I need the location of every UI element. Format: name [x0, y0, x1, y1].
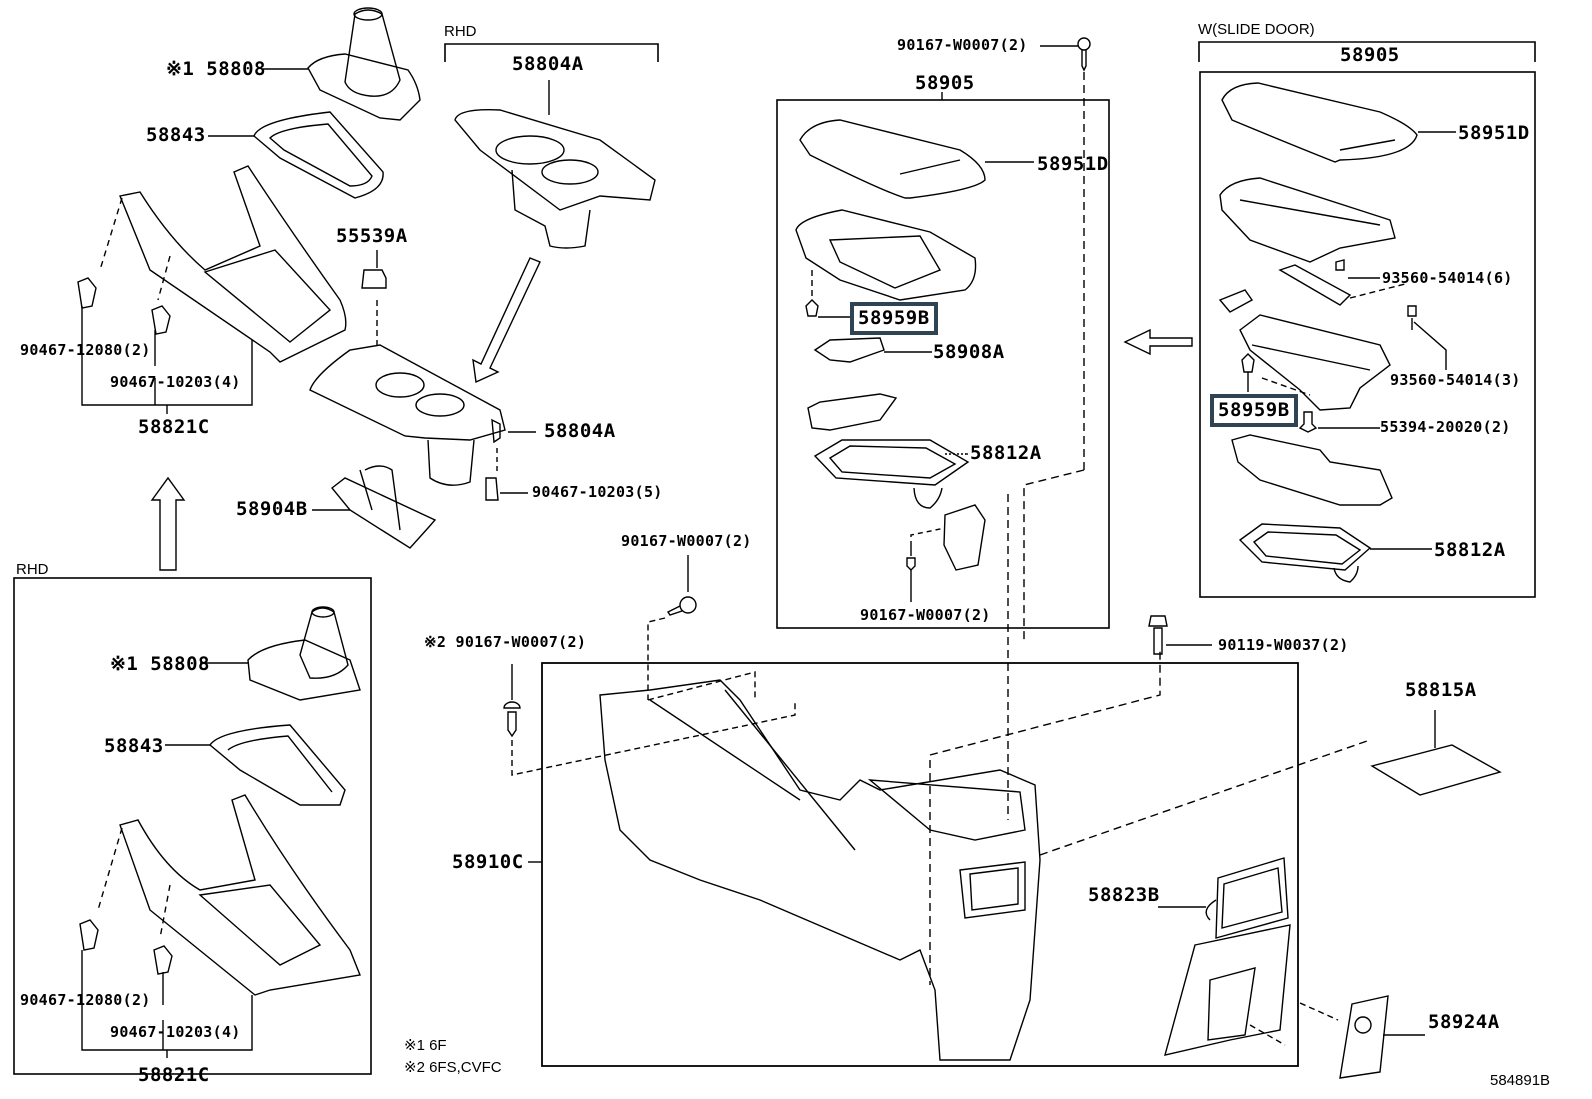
part-label-58812a-center[interactable]: 58812A: [970, 442, 1042, 464]
footnote-1-marker: ※1: [404, 1037, 425, 1054]
footnote-2: ※2 6FS,CVFC: [404, 1060, 502, 1075]
tray-58812a-right-drawing: [1238, 523, 1432, 583]
armrest-lid-frame-center-drawing: [795, 209, 977, 318]
part-label-58905-right[interactable]: 58905: [1340, 44, 1400, 66]
latch-58908a-drawing: [813, 337, 932, 363]
part-label-58808-bottom[interactable]: ※1 58808: [110, 653, 210, 675]
bracket-center-drawing: [807, 393, 898, 431]
switch-58924a-drawing: [1339, 995, 1425, 1079]
hinge-plate-right-drawing: [1218, 264, 1447, 370]
armrest-lid-center-drawing: [799, 119, 1034, 199]
part-label-90167-w0007-box[interactable]: 90167-W0007(2): [860, 606, 991, 624]
part-label-58821c-top[interactable]: 58821C: [138, 416, 210, 438]
footnote-1-text: 6F: [429, 1037, 447, 1054]
part-label-58951d-right[interactable]: 58951D: [1458, 122, 1530, 144]
slide-door-bracket: [1198, 41, 1536, 62]
armrest-frame-right: [1199, 71, 1536, 598]
part-label-58804a[interactable]: 58804A: [544, 420, 616, 442]
center-panel-top-drawing: [77, 165, 347, 414]
bolt-55394-drawing: [1298, 411, 1380, 433]
part-label-58951d-center[interactable]: 58951D: [1037, 153, 1109, 175]
rhd-bottom-group-title: RHD: [16, 561, 49, 578]
part-label-58924a[interactable]: 58924A: [1428, 1011, 1500, 1033]
hinge-block-drawing: [943, 504, 986, 571]
screw-90167-mid-drawing: [647, 555, 756, 701]
armrest-lid-frame-right-drawing: [1219, 177, 1396, 279]
screw-90167-star2-drawing: [503, 664, 796, 776]
shift-bezel-bottom-drawing: [165, 724, 346, 806]
part-label-58823b[interactable]: 58823B: [1088, 884, 1160, 906]
part-label-58904b[interactable]: 58904B: [236, 498, 308, 520]
screw-90167-top-drawing: [1023, 37, 1091, 640]
figure-id: 584891B: [1490, 1072, 1551, 1089]
rhd-bottom-frame: [13, 577, 372, 1075]
rear-panel-drawing: [1164, 924, 1339, 1056]
part-label-90467-10203-bottom[interactable]: 90467-10203(4): [110, 1023, 241, 1041]
part-label-58908a[interactable]: 58908A: [933, 341, 1005, 363]
center-panel-bottom-drawing: [79, 794, 361, 1058]
part-label-58804a-rhd[interactable]: 58804A: [512, 53, 584, 75]
rhd-top-bracket: [444, 43, 659, 62]
shift-bezel-top-drawing: [208, 111, 384, 199]
part-label-90119-w0037[interactable]: 90119-W0037(2): [1218, 636, 1349, 654]
part-label-90467-10203-5[interactable]: 90467-10203(5): [532, 483, 663, 501]
bolt-90119-drawing: [1148, 615, 1212, 655]
part-label-58959b-center-highlighted[interactable]: 58959B: [850, 302, 938, 335]
screw-90167-box-drawing: [906, 527, 946, 602]
ashtray-58823b-drawing: [1158, 857, 1289, 939]
part-label-58812a-right[interactable]: 58812A: [1434, 539, 1506, 561]
diagonal-arrow: [472, 257, 541, 384]
tray-58812a-center-drawing: [813, 439, 970, 509]
part-label-90467-10203-top[interactable]: 90467-10203(4): [110, 373, 241, 391]
part-label-90467-12080-bottom[interactable]: 90467-12080(2): [20, 991, 151, 1009]
clip-58959b-right-drawing: [1241, 353, 1255, 392]
console-body-frame: [541, 662, 1299, 1067]
cupholder-rhd-drawing: [454, 80, 656, 249]
lock-base-right-drawing: [1239, 314, 1391, 411]
part-label-58959b-right-highlighted[interactable]: 58959B: [1210, 394, 1298, 427]
shift-boot-top-drawing: [263, 7, 421, 121]
footnote-1: ※1 6F: [404, 1038, 447, 1053]
part-label-90467-12080-top[interactable]: 90467-12080(2): [20, 341, 151, 359]
footnote-2-text: 6FS,CVFC: [429, 1059, 502, 1076]
rhd-top-group-title: RHD: [444, 23, 477, 40]
console-body-58910c-drawing: [599, 494, 1371, 1061]
footnote-2-marker: ※2: [404, 1059, 425, 1076]
part-label-90167-w0007-star2[interactable]: ※2 90167-W0007(2): [424, 633, 587, 651]
part-label-58843-bottom[interactable]: 58843: [104, 735, 164, 757]
part-label-58910c[interactable]: 58910C: [452, 851, 524, 873]
shift-boot-bottom-drawing: [200, 606, 361, 701]
part-label-93560-54014-6[interactable]: 93560-54014(6): [1382, 269, 1513, 287]
armrest-frame-center: [776, 99, 1110, 629]
left-arrow: [1123, 328, 1193, 356]
bracket-frame-right-drawing: [1231, 434, 1393, 506]
part-label-58843-top[interactable]: 58843: [146, 124, 206, 146]
part-label-58821c-bottom[interactable]: 58821C: [138, 1064, 210, 1086]
part-label-55539a[interactable]: 55539A: [336, 225, 408, 247]
part-label-90167-w0007-mid[interactable]: 90167-W0007(2): [621, 532, 752, 550]
up-arrow: [150, 476, 186, 571]
part-label-90167-w0007-top[interactable]: 90167-W0007(2): [897, 36, 1028, 54]
part-label-55394-20020[interactable]: 55394-20020(2): [1380, 418, 1511, 436]
part-label-58815a[interactable]: 58815A: [1405, 679, 1477, 701]
armrest-lid-right-drawing: [1221, 82, 1456, 163]
part-label-93560-54014-3[interactable]: 93560-54014(3): [1390, 371, 1521, 389]
shift-tray-58904b-drawing: [312, 465, 437, 549]
cupholder-lower-drawing: [309, 344, 536, 501]
slide-door-group-title: W(SLIDE DOOR): [1198, 21, 1315, 38]
mat-58815a-drawing: [1370, 710, 1502, 796]
part-label-58905-center[interactable]: 58905: [915, 72, 975, 94]
clip-55539a-drawing: [361, 250, 387, 345]
part-label-58808-top[interactable]: ※1 58808: [166, 58, 266, 80]
